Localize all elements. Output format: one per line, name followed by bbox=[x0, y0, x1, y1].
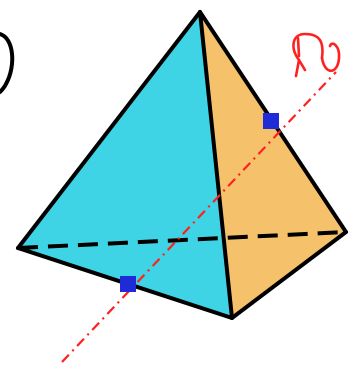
edge-front-right bbox=[230, 230, 348, 320]
cropped-circle-outline bbox=[0, 32, 15, 94]
axis-point-front-edge bbox=[120, 276, 136, 292]
hidden-back-edge bbox=[17, 230, 347, 250]
right-face bbox=[200, 12, 346, 318]
axis-point-back-edge bbox=[263, 113, 279, 129]
rotation-axis bbox=[61, 71, 337, 363]
rotation-arrow-icon bbox=[292, 32, 341, 78]
edge-apex-left bbox=[16, 10, 202, 250]
edge-apex-front bbox=[198, 10, 234, 320]
left-face bbox=[18, 12, 232, 318]
